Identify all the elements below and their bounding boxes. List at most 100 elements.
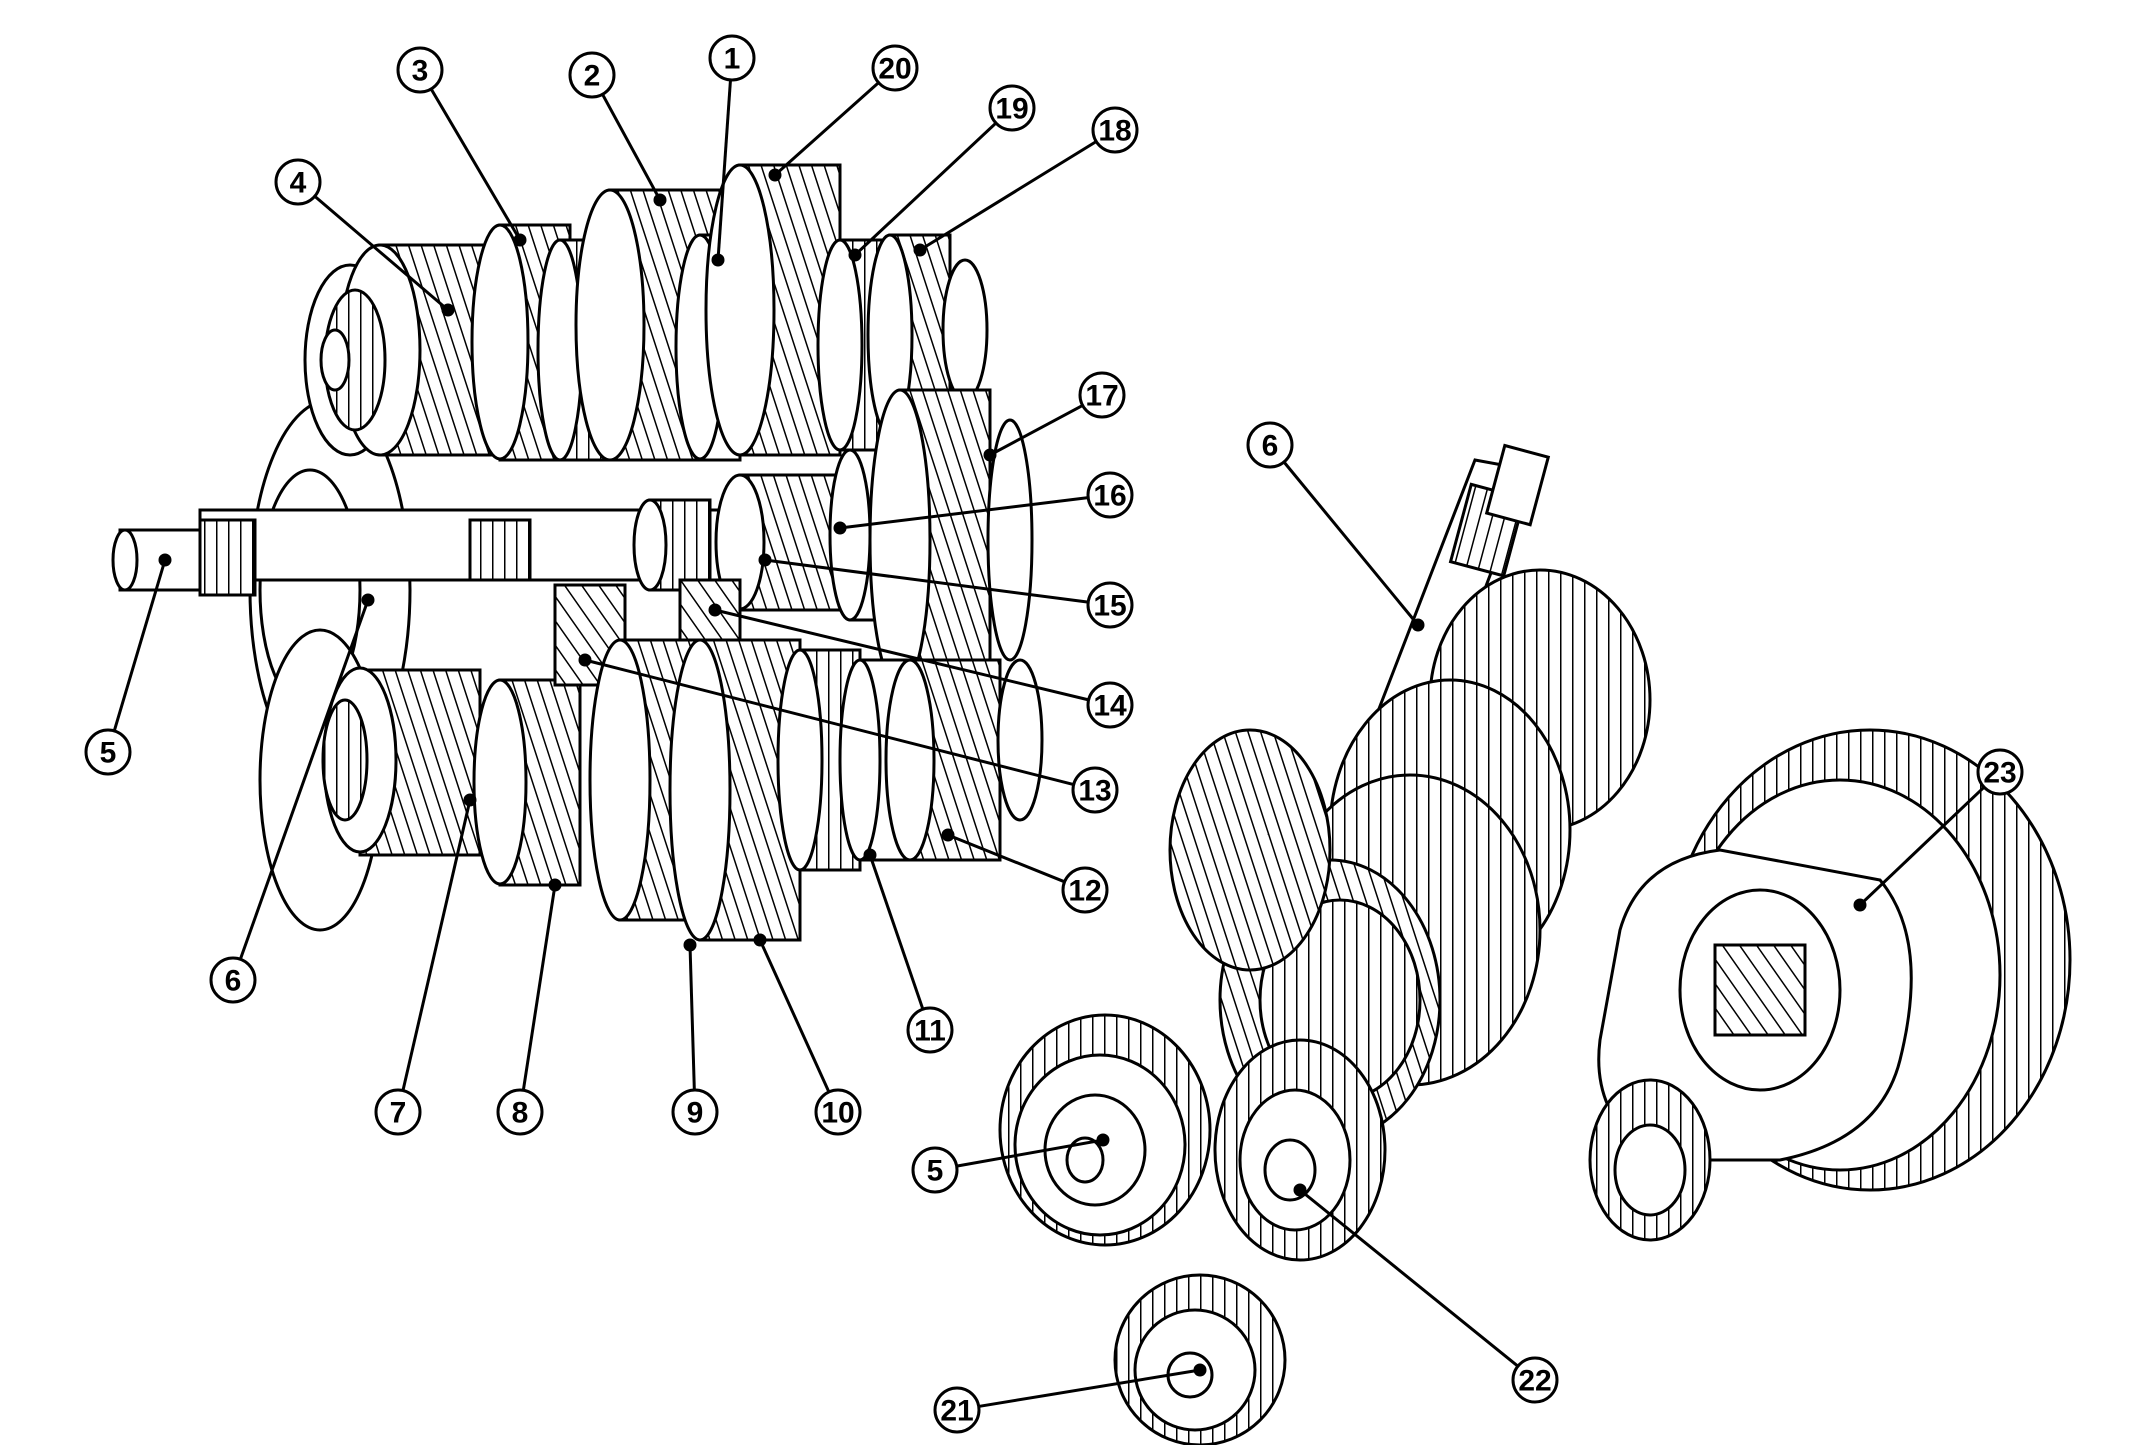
gear-8-face [472,678,528,886]
callout-22: 22 [1511,1356,1559,1404]
leader-dot-13 [578,653,592,667]
callout-23: 23 [1976,748,2024,796]
callout-3: 3 [396,46,444,94]
hub-16-rear-face [828,448,872,622]
leader-lines [112,79,1986,1408]
diff-side-bearing-bore [1613,1123,1687,1217]
shaft-6-end [1484,443,1551,527]
callout-18: 18 [1091,106,1139,154]
callout-circle [906,1006,954,1054]
leader-line-7 [401,799,472,1091]
callout-6: 6 [1246,421,1294,469]
callout-5: 5 [84,728,132,776]
callout-8: 8 [496,1088,544,1136]
leader-dot-15 [758,553,772,567]
leader-dot-18 [913,243,927,257]
callout-circle [374,1088,422,1136]
leader-line-6 [238,599,370,960]
gear-4-bore [319,328,351,392]
callout-circle [1061,866,1109,914]
leader-line-9 [688,944,696,1091]
callout-circle [1071,766,1119,814]
leader-dot-7 [463,793,477,807]
gear-20-face [704,163,776,457]
leader-dot-23 [1853,898,1867,912]
leader-dot-6 [361,593,375,607]
callout-number: 6 [225,965,242,998]
callout-4: 4 [274,158,322,206]
callout-number: 9 [687,1097,704,1130]
callout-number: 5 [100,737,117,770]
leader-dot-11 [863,848,877,862]
leader-line-6 [1282,461,1420,626]
sync-lower-face [776,648,824,872]
leader-line-5 [112,559,167,732]
leader-dot-6 [1411,618,1425,632]
callout-number: 1 [724,43,741,76]
gear-11-face [838,658,882,862]
leader-line-23 [1858,786,1986,907]
leader-dot-8 [548,878,562,892]
shaft-spline-2 [468,518,532,582]
gear-2-face [574,188,646,462]
right-gear-assembly [998,443,2072,1445]
callout-circle [814,1088,862,1136]
callout-5: 5 [911,1146,959,1194]
leader-dot-22 [1293,1183,1307,1197]
callout-circle [1511,1356,1559,1404]
gear-12-rear [996,658,1044,822]
callout-number: 7 [390,1097,407,1130]
left-gear-assembly [111,163,1044,942]
callout-12: 12 [1061,866,1109,914]
gear-15-face [632,498,668,592]
leader-dot-5 [158,553,172,567]
leader-dot-17 [983,448,997,462]
leader-line-3 [429,88,522,241]
callout-11: 11 [906,1006,954,1054]
gear-17-rear [986,418,1034,662]
callout-circle [396,46,444,94]
gear-18-rear [941,258,989,402]
callout-circle [1976,748,2024,796]
leader-line-4 [313,195,449,312]
leader-dot-21 [1193,1363,1207,1377]
callout-number: 2 [584,60,601,93]
leader-dot-12 [941,828,955,842]
leader-dot-10 [753,933,767,947]
callout-circle [988,84,1036,132]
leader-dot-19 [848,248,862,262]
callout-number: 14 [1093,690,1127,723]
callout-13: 13 [1071,766,1119,814]
callout-number: 10 [821,1097,854,1130]
callout-number: 20 [878,53,911,86]
callout-number: 18 [1098,115,1131,148]
callout-number: 21 [940,1395,973,1428]
callout-number: 17 [1085,380,1118,413]
leader-line-19 [853,121,997,257]
leader-dot-14 [708,603,722,617]
leader-line-10 [758,939,831,1093]
callout-circle [1086,581,1134,629]
leader-line-8 [521,884,557,1091]
input-spline [198,518,257,597]
callout-circle [1078,371,1126,419]
callout-circle [496,1088,544,1136]
leader-dot-5 [1096,1133,1110,1147]
callout-9: 9 [671,1088,719,1136]
callout-circle [933,1386,981,1434]
callout-21: 21 [933,1386,981,1434]
gear-3-face [470,223,530,461]
center-gear-22-bore [1263,1138,1317,1202]
callout-10: 10 [814,1088,862,1136]
leader-line-12 [947,833,1066,884]
gear-9-face [588,638,652,922]
leader-dot-16 [833,521,847,535]
callout-number: 8 [512,1097,529,1130]
callout-number: 22 [1518,1365,1551,1398]
input-shaft-5-bore [1065,1136,1105,1184]
leader-dot-1 [711,253,725,267]
callout-7: 7 [374,1088,422,1136]
callout-circle [568,51,616,99]
